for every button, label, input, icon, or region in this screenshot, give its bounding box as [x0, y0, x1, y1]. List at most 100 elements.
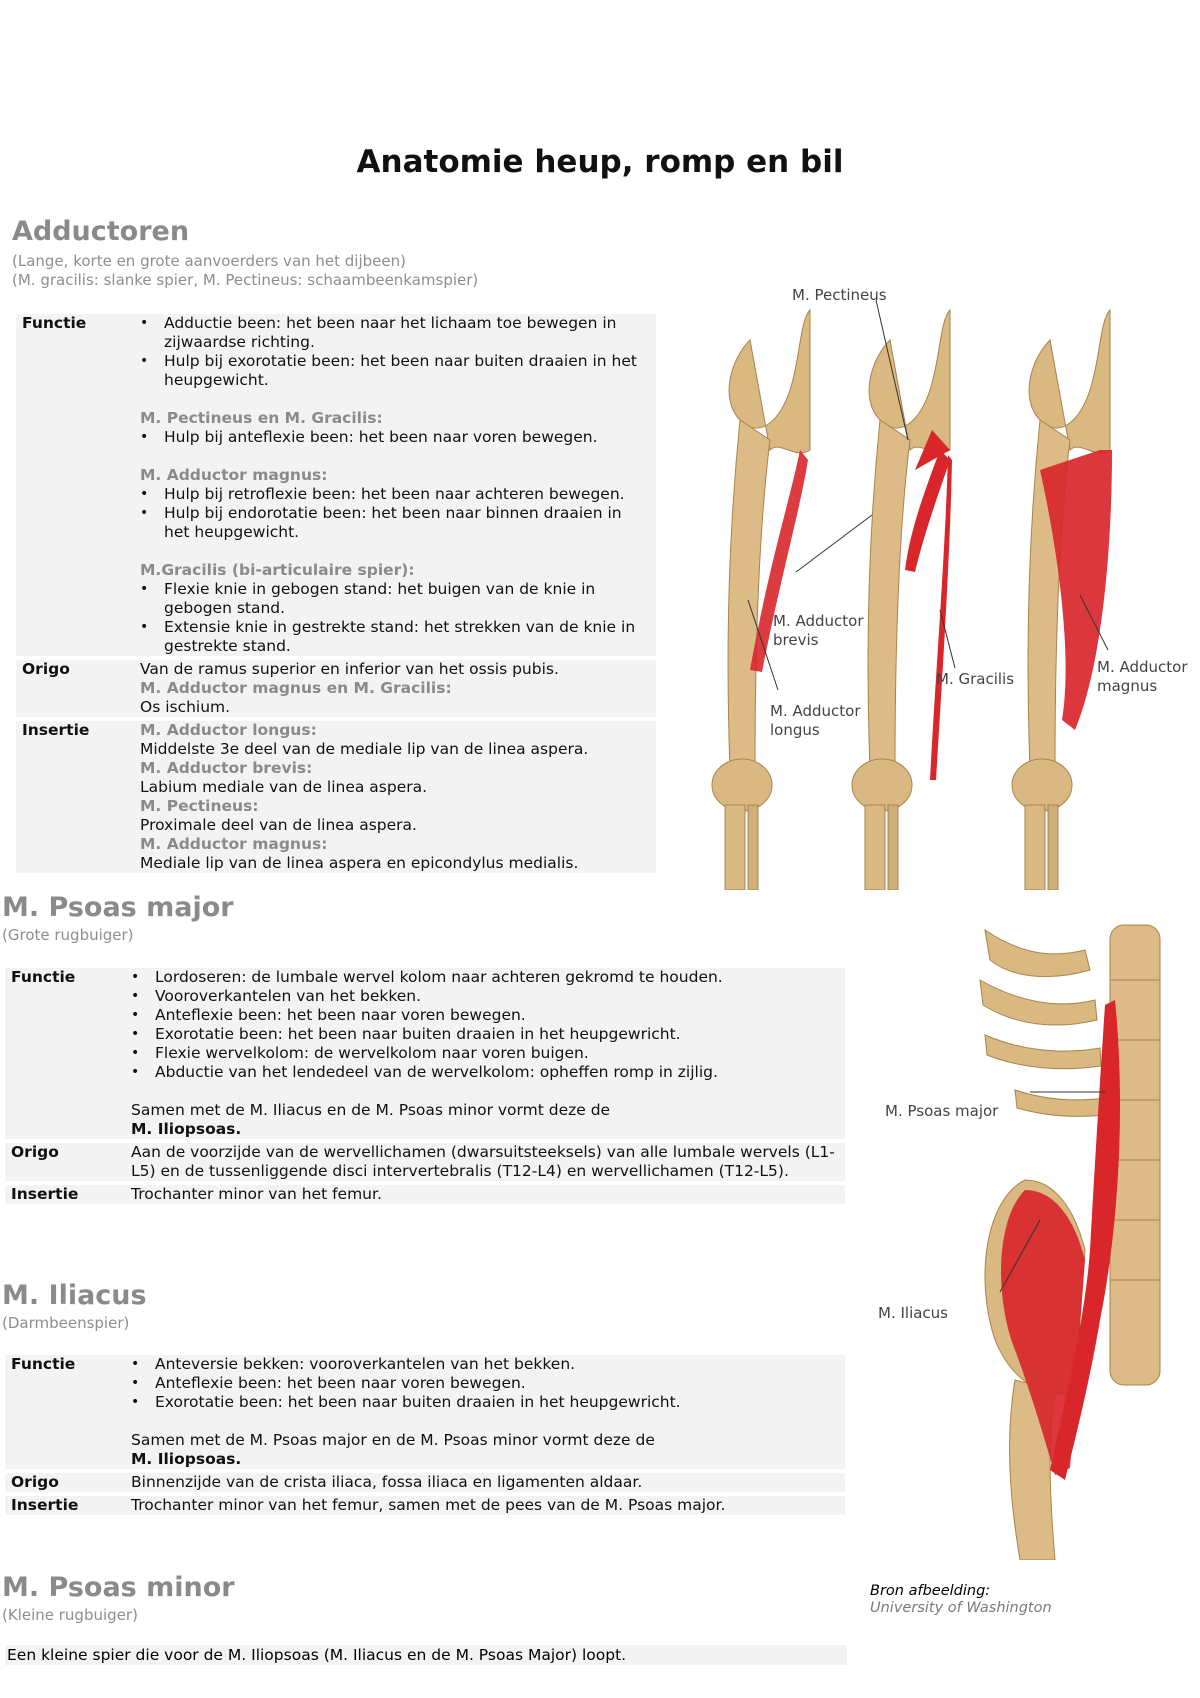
- psoas-major-table: Functie Lordoseren: de lumbale wervel ko…: [5, 964, 845, 1208]
- label-iliacus: M. Iliacus: [878, 1304, 948, 1322]
- leader-line: [795, 514, 873, 573]
- leg-figure-3: [1011, 308, 1112, 890]
- list-item: Adductie been: het been naar het lichaam…: [140, 314, 650, 352]
- subheading: M. Adductor longus:: [140, 721, 317, 739]
- list-item: Hulp bij exorotatie been: het been naar …: [140, 352, 650, 390]
- subheading: M. Adductor magnus:: [140, 466, 328, 484]
- subtitle-line: (M. gracilis: slanke spier, M. Pectineus…: [12, 271, 479, 289]
- label-line: magnus: [1097, 677, 1158, 695]
- cell-text: Van de ramus superior en inferior van he…: [140, 660, 559, 678]
- list-item: Hulp bij retroflexie been: het been naar…: [140, 485, 650, 504]
- row-label: Origo: [5, 1473, 121, 1492]
- section-title-iliacus: M. Iliacus: [2, 1280, 147, 1311]
- subheading: M. Pectineus:: [140, 797, 259, 815]
- cell-text: Samen met de M. Psoas major en de M. Pso…: [131, 1431, 655, 1449]
- list-item: Anteversie bekken: vooroverkantelen van …: [131, 1355, 839, 1374]
- functie-list: Hulp bij retroflexie been: het been naar…: [140, 485, 650, 542]
- row-label: Insertie: [16, 721, 130, 873]
- cell-text: Os ischium.: [140, 698, 231, 716]
- subheading: M. Adductor brevis:: [140, 759, 313, 777]
- origo-cell: Van de ramus superior en inferior van he…: [130, 660, 656, 717]
- functie-list: Lordoseren: de lumbale wervel kolom naar…: [131, 968, 839, 1082]
- section-title-psoas-minor: M. Psoas minor: [2, 1572, 235, 1603]
- row-label: Origo: [5, 1143, 121, 1181]
- subheading: M.Gracilis (bi-articulaire spier):: [140, 561, 415, 579]
- psoas-minor-text: Een kleine spier die voor de M. Iliopsoa…: [5, 1645, 847, 1665]
- subtitle-line: (Lange, korte en grote aanvoerders van h…: [12, 252, 406, 270]
- leg-figure-1: [711, 308, 811, 890]
- leader-line: [939, 609, 956, 669]
- list-item: Flexie wervelkolom: de wervelkolom naar …: [131, 1044, 839, 1063]
- functie-cell: Adductie been: het been naar het lichaam…: [130, 314, 656, 656]
- leg-figure-2: [851, 308, 952, 890]
- label-pectineus: M. Pectineus: [792, 286, 887, 304]
- subheading: M. Adductor magnus:: [140, 835, 328, 853]
- label-adductor-magnus: M. Adductor magnus: [1097, 658, 1188, 696]
- table-row: Origo Van de ramus superior en inferior …: [16, 660, 656, 717]
- row-label: Functie: [16, 314, 130, 656]
- list-item: Lordoseren: de lumbale wervel kolom naar…: [131, 968, 839, 987]
- psoas-muscle: [1050, 1000, 1120, 1480]
- table-row: Insertie Trochanter minor van het femur.: [5, 1185, 845, 1204]
- list-item: Vooroverkantelen van het bekken.: [131, 987, 839, 1006]
- row-label: Functie: [5, 968, 121, 1139]
- table-row: Insertie Trochanter minor van het femur,…: [5, 1496, 845, 1515]
- leader-line: [747, 599, 779, 691]
- functie-cell: Anteversie bekken: vooroverkantelen van …: [121, 1355, 845, 1469]
- table-row: Origo Binnenzijde van de crista iliaca, …: [5, 1473, 845, 1492]
- cell-text: Proximale deel van de linea aspera.: [140, 816, 417, 834]
- source-name: University of Washington: [870, 1600, 1052, 1616]
- cell-text-bold: M. Iliopsoas.: [131, 1120, 242, 1138]
- label-adductor-brevis: M. Adductor brevis: [773, 612, 864, 650]
- list-item: Flexie knie in gebogen stand: het buigen…: [140, 580, 650, 618]
- subheading: M. Pectineus en M. Gracilis:: [140, 409, 383, 427]
- insertie-cell: M. Adductor longus: Middelste 3e deel va…: [130, 721, 656, 873]
- functie-list: Adductie been: het been naar het lichaam…: [140, 314, 650, 390]
- section-subtitle: (Darmbeenspier): [2, 1314, 130, 1332]
- page-title: Anatomie heup, romp en bil: [356, 144, 844, 180]
- adductor-illustration: [711, 300, 1112, 890]
- label-line: M. Adductor: [1097, 658, 1188, 676]
- list-item: Hulp bij endorotatie been: het been naar…: [140, 504, 650, 542]
- cell-text: Labium mediale van de linea aspera.: [140, 778, 428, 796]
- insertie-cell: Trochanter minor van het femur.: [121, 1185, 845, 1204]
- table-row: Origo Aan de voorzijde van de wervellich…: [5, 1143, 845, 1181]
- origo-cell: Aan de voorzijde van de wervellichamen (…: [121, 1143, 845, 1181]
- list-item: Exorotatie been: het been naar buiten dr…: [131, 1393, 839, 1412]
- list-item: Abductie van het lendedeel van de wervel…: [131, 1063, 839, 1082]
- functie-list: Anteversie bekken: vooroverkantelen van …: [131, 1355, 839, 1412]
- insertie-cell: Trochanter minor van het femur, samen me…: [121, 1496, 845, 1515]
- leader-line: [1079, 594, 1109, 651]
- functie-list: Flexie knie in gebogen stand: het buigen…: [140, 580, 650, 656]
- spine-ribs: [979, 924, 1161, 1386]
- leader-line: [999, 1219, 1041, 1293]
- source-label: Bron afbeelding:: [870, 1583, 991, 1599]
- iliacus-table: Functie Anteversie bekken: vooroverkante…: [5, 1351, 845, 1519]
- image-source: Bron afbeelding: University of Washingto…: [870, 1583, 1052, 1617]
- label-line: longus: [770, 721, 820, 739]
- iliacus-muscle: [1001, 1190, 1085, 1475]
- row-label: Insertie: [5, 1496, 121, 1515]
- cell-text: Middelste 3e deel van de mediale lip van…: [140, 740, 589, 758]
- label-psoas-major: M. Psoas major: [885, 1102, 999, 1120]
- table-row: Insertie M. Adductor longus: Middelste 3…: [16, 721, 656, 873]
- row-label: Origo: [16, 660, 130, 717]
- label-gracilis: M. Gracilis: [936, 670, 1015, 688]
- row-label: Insertie: [5, 1185, 121, 1204]
- adductoren-table: Functie Adductie been: het been naar het…: [16, 310, 656, 877]
- psoas-iliacus-illustration: [979, 924, 1161, 1560]
- row-label: Functie: [5, 1355, 121, 1469]
- table-row: Functie Anteversie bekken: vooroverkante…: [5, 1355, 845, 1469]
- origo-cell: Binnenzijde van de crista iliaca, fossa …: [121, 1473, 845, 1492]
- list-item: Anteflexie been: het been naar voren bew…: [131, 1374, 839, 1393]
- list-item: Anteflexie been: het been naar voren bew…: [131, 1006, 839, 1025]
- list-item: Extensie knie in gestrekte stand: het st…: [140, 618, 650, 656]
- cell-text: Mediale lip van de linea aspera en epico…: [140, 854, 579, 872]
- section-subtitle: (Kleine rugbuiger): [2, 1606, 138, 1624]
- functie-list: Hulp bij anteflexie been: het been naar …: [140, 428, 650, 447]
- table-row: Functie Lordoseren: de lumbale wervel ko…: [5, 968, 845, 1139]
- section-subtitle: (Grote rugbuiger): [2, 926, 134, 944]
- list-item: Exorotatie been: het been naar buiten dr…: [131, 1025, 839, 1044]
- label-line: M. Adductor: [773, 612, 864, 630]
- section-title-psoas-major: M. Psoas major: [2, 892, 234, 923]
